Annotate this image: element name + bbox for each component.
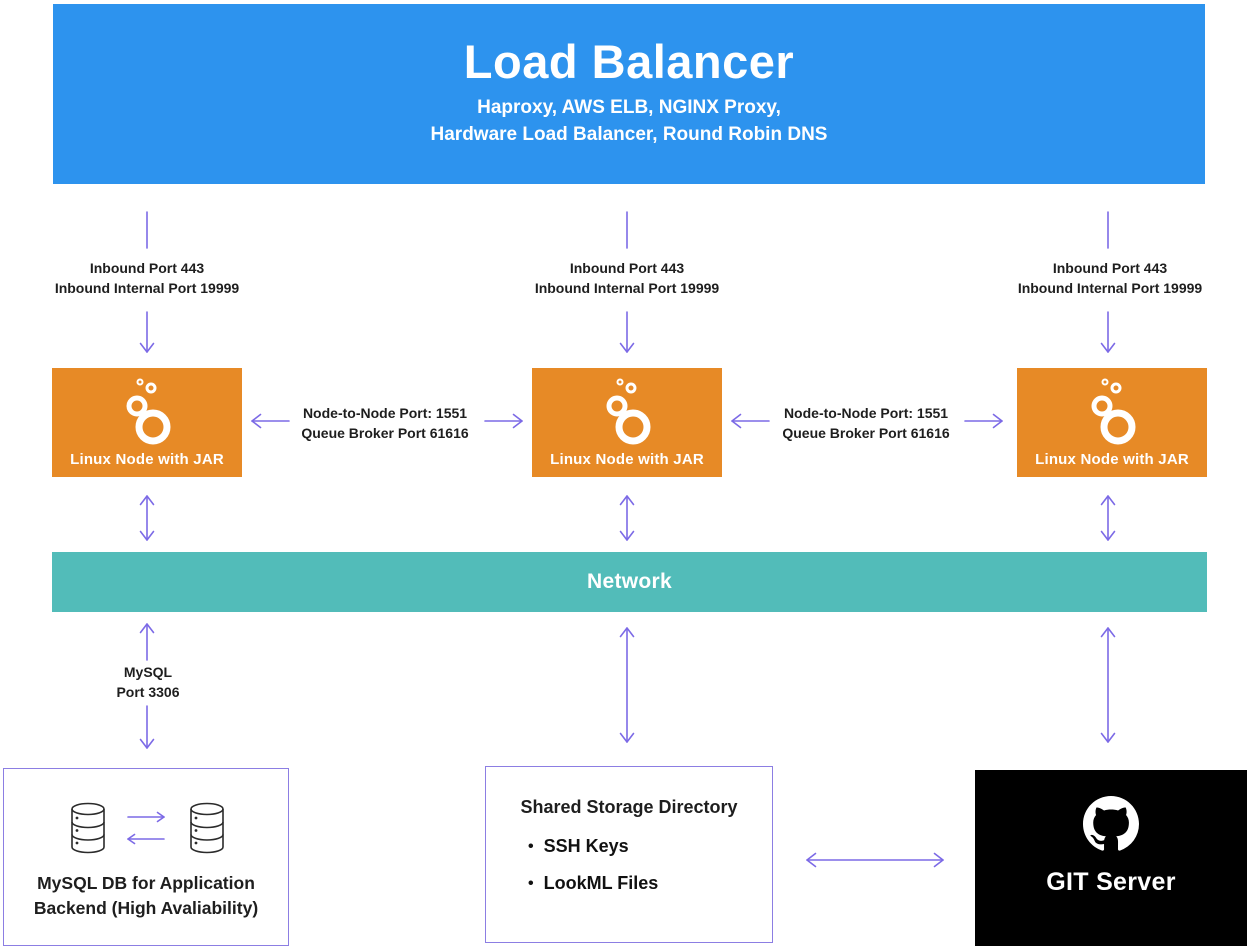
inbound-label-line1: Inbound Port 443 <box>1052 260 1168 276</box>
database-icon <box>190 802 224 854</box>
node-link-line1: Node-to-Node Port: 1551 <box>783 405 949 421</box>
inbound-label-line1: Inbound Port 443 <box>89 260 205 276</box>
inbound-ports-label-left: Inbound Port 443 Inbound Internal Port 1… <box>17 258 277 299</box>
linux-node-box-right: Linux Node with JAR <box>1017 368 1207 477</box>
linux-node-box-left: Linux Node with JAR <box>52 368 242 477</box>
mysql-link-line2: Port 3306 <box>116 684 180 701</box>
load-balancer-subtitle: Haproxy, AWS ELB, NGINX Proxy, Hardware … <box>53 95 1205 149</box>
inbound-label-line1: Inbound Port 443 <box>569 260 685 276</box>
network-git-arrow <box>1100 627 1116 743</box>
bullet-icon: • <box>528 837 534 855</box>
inbound-ports-label-center: Inbound Port 443 Inbound Internal Port 1… <box>497 258 757 299</box>
node-link-line1: Node-to-Node Port: 1551 <box>302 405 468 421</box>
node-network-arrow-right <box>1100 495 1116 541</box>
github-icon <box>1083 796 1139 851</box>
mysql-db-caption-line2: Backend (High Avaliability) <box>33 897 259 918</box>
mysql-db-box: MySQL DB for Application Backend (High A… <box>3 768 289 946</box>
inbound-label-line2: Inbound Internal Port 19999 <box>534 280 720 297</box>
shared-storage-title: Shared Storage Directory <box>520 797 738 817</box>
looker-icon <box>1091 378 1136 445</box>
looker-icon <box>606 378 651 445</box>
load-balancer-box: Load Balancer Haproxy, AWS ELB, NGINX Pr… <box>53 4 1205 184</box>
mysql-link-line1: MySQL <box>123 664 173 680</box>
network-storage-arrow <box>619 627 635 743</box>
shared-storage-list: • SSH Keys • LookML Files <box>486 836 772 894</box>
bullet-icon: • <box>528 874 534 892</box>
linux-node-label: Linux Node with JAR <box>70 451 224 468</box>
node-link-line2: Queue Broker Port 61616 <box>301 425 469 442</box>
mysql-db-caption-line1: MySQL DB for Application <box>37 873 255 893</box>
git-server-label: GIT Server <box>1046 868 1176 896</box>
list-item-label: LookML Files <box>543 873 659 893</box>
linux-node-label: Linux Node with JAR <box>550 451 704 468</box>
linux-node-box-center: Linux Node with JAR <box>532 368 722 477</box>
node-to-node-label-right: Node-to-Node Port: 1551 Queue Broker Por… <box>766 403 966 444</box>
network-label: Network <box>587 570 672 593</box>
mysql-db-caption: MySQL DB for Application Backend (High A… <box>4 871 288 921</box>
list-item-label: SSH Keys <box>543 836 629 856</box>
node-link-line2: Queue Broker Port 61616 <box>782 425 950 442</box>
mysql-port-label: MySQL Port 3306 <box>18 662 278 703</box>
inbound-label-line2: Inbound Internal Port 19999 <box>54 280 240 297</box>
load-balancer-subtitle-line2: Hardware Load Balancer, Round Robin DNS <box>430 123 828 145</box>
storage-git-arrow <box>806 852 944 868</box>
inbound-ports-label-right: Inbound Port 443 Inbound Internal Port 1… <box>980 258 1240 299</box>
shared-storage-box: Shared Storage Directory • SSH Keys • Lo… <box>485 766 773 943</box>
list-item: • LookML Files <box>528 873 772 894</box>
load-balancer-title: Load Balancer <box>463 35 795 88</box>
database-icon <box>71 802 105 854</box>
node-network-arrow-center <box>619 495 635 541</box>
network-bar: Network <box>52 552 1207 612</box>
node-network-arrow-left <box>139 495 155 541</box>
inbound-label-line2: Inbound Internal Port 19999 <box>1017 280 1203 297</box>
git-server-box: GIT Server <box>975 770 1247 946</box>
list-item: • SSH Keys <box>528 836 772 857</box>
linux-node-label: Linux Node with JAR <box>1035 451 1189 468</box>
node-to-node-label-left: Node-to-Node Port: 1551 Queue Broker Por… <box>285 403 485 444</box>
looker-icon <box>126 378 171 445</box>
load-balancer-subtitle-line1: Haproxy, AWS ELB, NGINX Proxy, <box>477 96 781 118</box>
